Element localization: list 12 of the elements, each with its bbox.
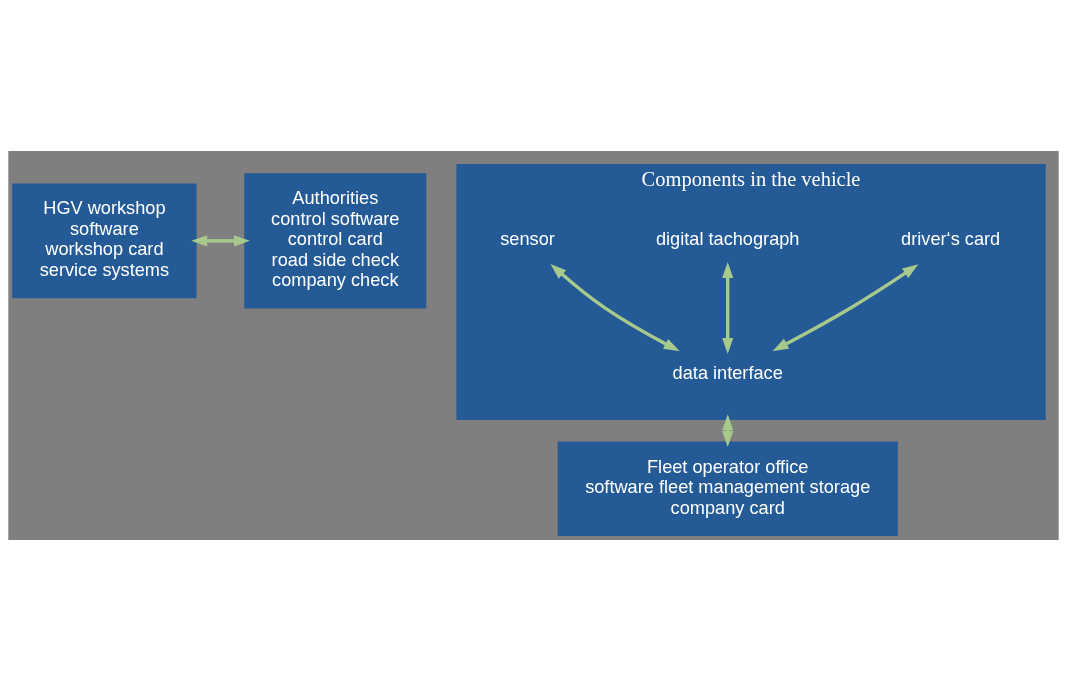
arrow — [191, 235, 250, 247]
node-text: driver‘s card — [901, 229, 1001, 250]
arrow — [550, 263, 680, 352]
arrow — [722, 261, 734, 355]
node-text: digital tachograph — [655, 229, 800, 250]
node-box: Fleet operator office software fleet management storage company card — [557, 441, 898, 537]
node-box: HGV workshop software workshop card service systems — [12, 183, 197, 299]
node-text: sensor — [500, 229, 555, 250]
node-box: Authorities control software control card road side check company check — [244, 173, 427, 309]
arrow — [722, 414, 734, 448]
arrow — [772, 264, 919, 352]
node-text: data interface — [672, 363, 783, 384]
